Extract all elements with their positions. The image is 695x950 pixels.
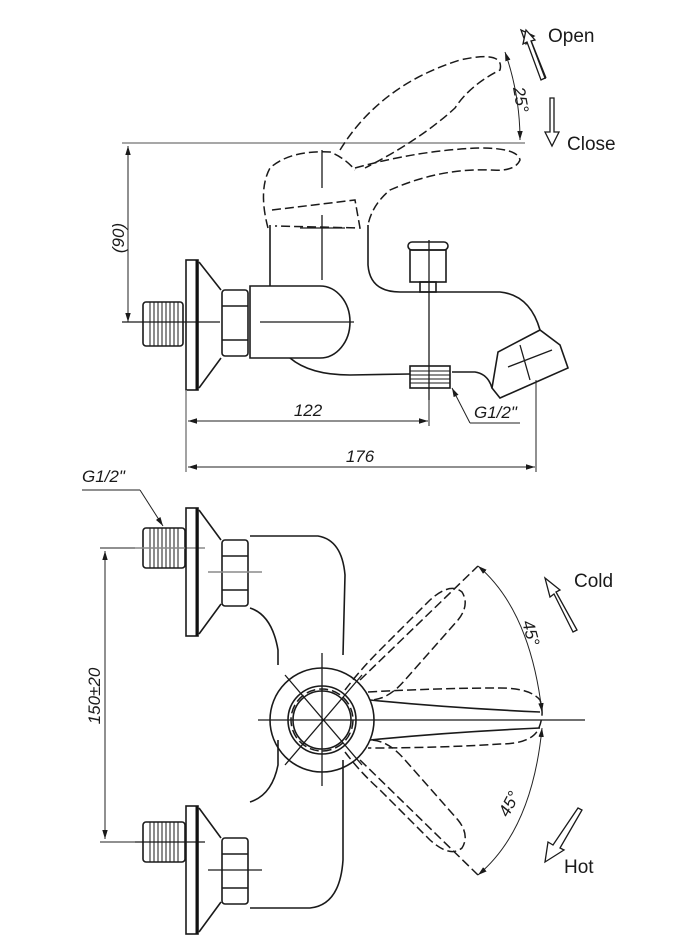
spout [491,329,569,399]
overall-length-label: 176 [346,447,375,466]
hex-nut [221,289,249,357]
height-dimension: (90) [109,142,525,322]
hot-label: Hot [564,857,594,878]
inlet-thread-callout: G1/2" [82,467,164,527]
mixer-body [249,225,541,389]
lower-inlet [135,805,262,935]
wall-flange [185,259,222,391]
open-arrow-icon [519,28,547,81]
close-label: Close [567,134,616,155]
outlet-thread [409,365,451,389]
lever-angle-dimension: 25° [504,51,532,141]
center-distance-dimension: 150±20 [85,547,135,843]
side-view: (90) [109,26,616,472]
lever-handle [262,55,521,280]
outlet-thread-callout: G1/2" [451,387,520,424]
top-view: G1/2" 150±20 [82,467,613,935]
length-dimensions: 122 176 [185,380,537,472]
upper-inlet [135,507,262,637]
inlet-to-outlet-label: 122 [294,401,323,420]
mixer-body-top [249,535,346,909]
lever-angle-label: 25° [509,84,532,114]
handle-positions [344,565,543,876]
hot-angle-label: 45° [495,788,524,820]
hot-arrow-icon [544,807,583,864]
diverter-knob [407,240,449,400]
cold-label: Cold [574,571,613,592]
inlet-thread-label: G1/2" [82,467,126,486]
close-arrow-icon [543,97,561,148]
open-label: Open [548,26,594,47]
center-distance-label: 150±20 [85,667,104,724]
cold-angle-dimension: 45° [477,565,544,713]
height-label: (90) [109,223,128,253]
inlet-thread [142,301,184,347]
outlet-thread-label: G1/2" [474,403,518,422]
cold-arrow-icon [543,576,578,633]
hot-angle-dimension: 45° [477,727,544,876]
cartridge [258,653,585,786]
cold-angle-label: 45° [518,618,543,648]
